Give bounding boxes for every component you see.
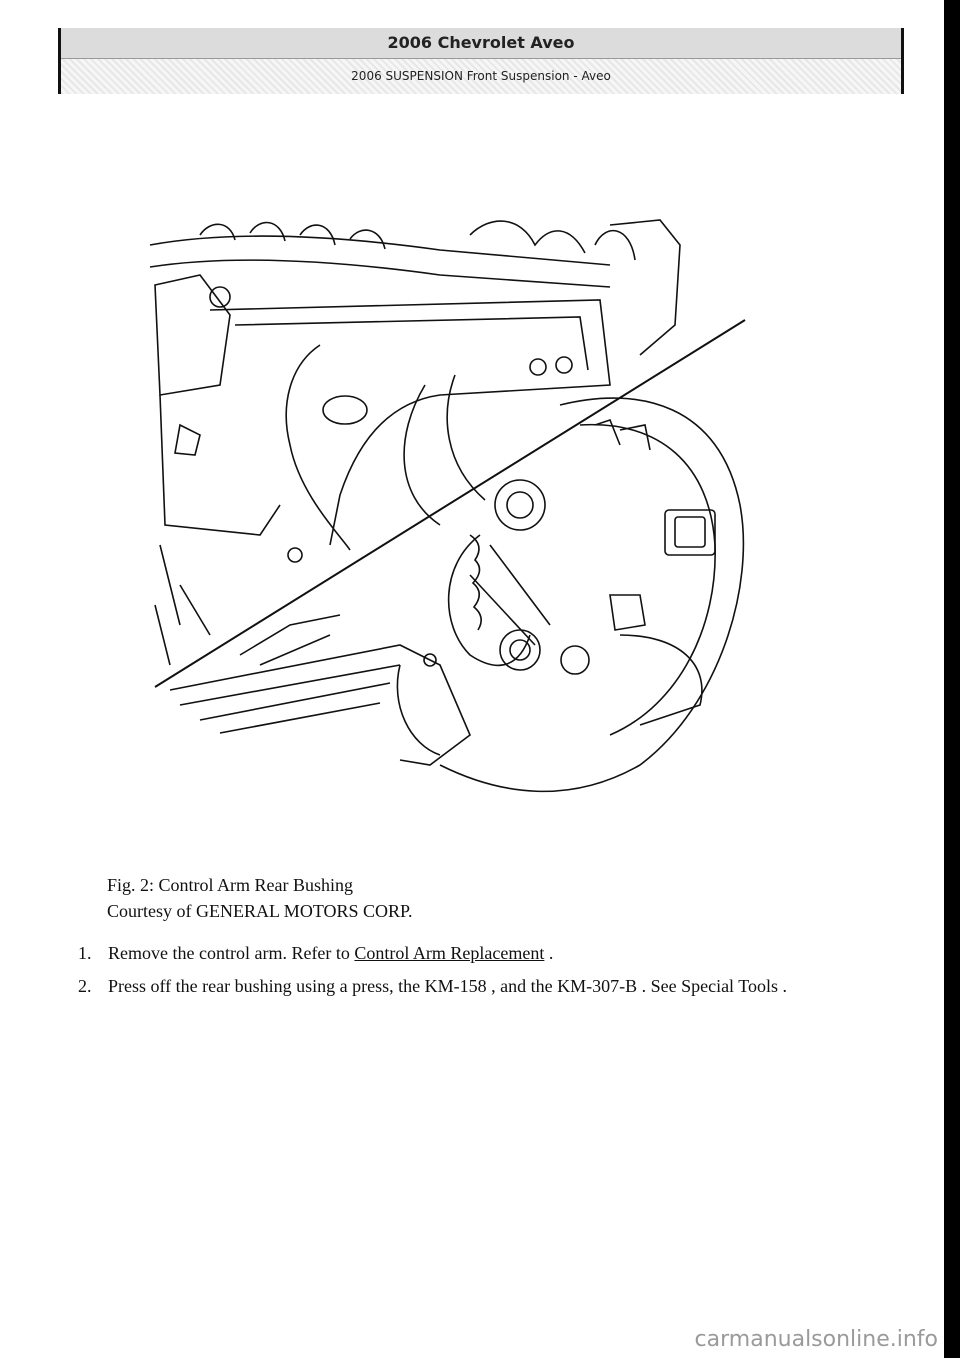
figure-caption-title: Fig. 2: Control Arm Rear Bushing	[107, 875, 354, 895]
step-text: Remove the control arm. Refer to	[108, 943, 355, 963]
procedure-steps: 1. Remove the control arm. Refer to Cont…	[78, 940, 908, 1006]
step-number: 2.	[78, 976, 92, 996]
section-subtitle: 2006 SUSPENSION Front Suspension - Aveo	[61, 59, 901, 94]
document-title: 2006 Chevrolet Aveo	[61, 28, 901, 59]
step-2: 2. Press off the rear bushing using a pr…	[78, 973, 908, 1000]
step-text: Press off the rear bushing using a press…	[108, 976, 787, 996]
figure-caption: Fig. 2: Control Arm Rear Bushing Courtes…	[107, 872, 413, 924]
page-edge-bar	[944, 0, 960, 1358]
step-text-end: .	[544, 943, 554, 963]
page-header: 2006 Chevrolet Aveo 2006 SUSPENSION Fron…	[58, 28, 904, 94]
watermark: carmanualsonline.info	[694, 1327, 938, 1352]
control-arm-bushing-illustration	[149, 219, 746, 793]
figure-caption-credit: Courtesy of GENERAL MOTORS CORP.	[107, 901, 413, 921]
step-number: 1.	[78, 943, 92, 963]
step-1: 1. Remove the control arm. Refer to Cont…	[78, 940, 908, 967]
control-arm-replacement-link[interactable]: Control Arm Replacement	[354, 943, 545, 963]
